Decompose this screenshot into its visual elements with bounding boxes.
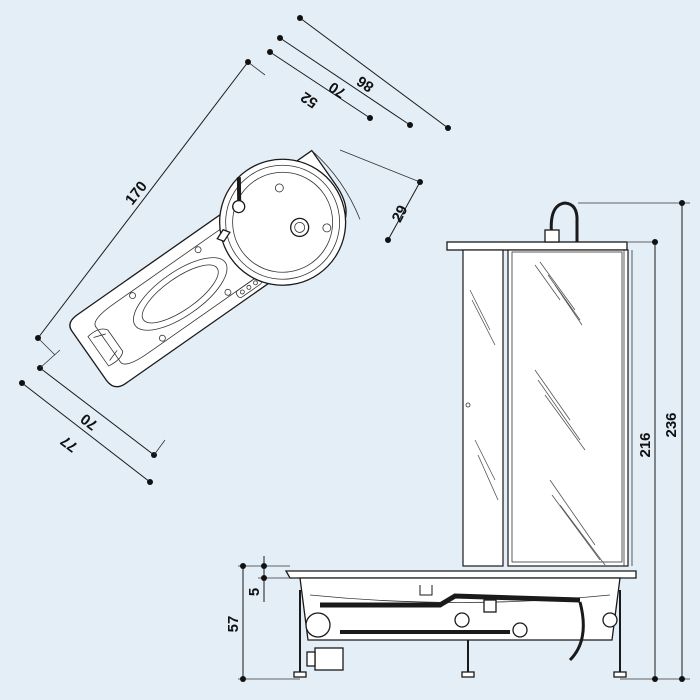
tub-rim bbox=[284, 570, 637, 579]
shower-hose bbox=[549, 201, 579, 242]
cabin-roof bbox=[446, 241, 628, 251]
tub-body bbox=[299, 577, 621, 641]
dim-52-70-86: 52 70 86 bbox=[267, 15, 451, 131]
label-77-bottom: 77 bbox=[58, 432, 82, 456]
round-basin-inner bbox=[225, 164, 341, 280]
label-86: 86 bbox=[354, 72, 377, 95]
plumbing bbox=[305, 585, 618, 671]
round-jet-1 bbox=[274, 183, 284, 193]
side-view: 236 216 57 5 bbox=[225, 200, 690, 682]
round-basin-outer bbox=[218, 158, 347, 286]
jet-3 bbox=[194, 246, 202, 254]
jet-2 bbox=[158, 334, 166, 342]
mixer-tap bbox=[216, 228, 231, 243]
side-panel-left bbox=[462, 249, 504, 567]
label-236: 236 bbox=[663, 412, 680, 437]
jet-1 bbox=[129, 292, 136, 299]
headrest bbox=[87, 328, 124, 367]
round-jet-2 bbox=[322, 223, 332, 233]
shower-arm bbox=[236, 177, 242, 204]
label-52: 52 bbox=[298, 88, 321, 111]
label-70-bottom: 70 bbox=[78, 410, 102, 434]
top-view: 170 70 77 52 70 86 bbox=[19, 15, 451, 485]
basin-contour bbox=[133, 257, 228, 331]
dim-70-77: 70 77 bbox=[19, 349, 166, 485]
label-57: 57 bbox=[225, 616, 242, 633]
pump-motor bbox=[314, 647, 344, 671]
glass-reflections bbox=[469, 261, 606, 566]
main-drain bbox=[290, 217, 310, 238]
label-170: 170 bbox=[122, 178, 151, 208]
label-29: 29 bbox=[389, 203, 412, 226]
jet-4 bbox=[224, 288, 232, 296]
dim-57-5: 57 5 bbox=[225, 556, 300, 682]
label-70-top: 70 bbox=[326, 78, 349, 101]
overflow-drain bbox=[232, 199, 246, 214]
shower-head bbox=[544, 229, 560, 243]
dim-29: 29 bbox=[339, 149, 423, 243]
glass-door bbox=[507, 249, 629, 567]
label-216: 216 bbox=[637, 432, 654, 457]
label-5: 5 bbox=[246, 588, 263, 596]
tub-legs bbox=[293, 590, 627, 678]
dim-236-216: 236 216 bbox=[578, 200, 690, 682]
